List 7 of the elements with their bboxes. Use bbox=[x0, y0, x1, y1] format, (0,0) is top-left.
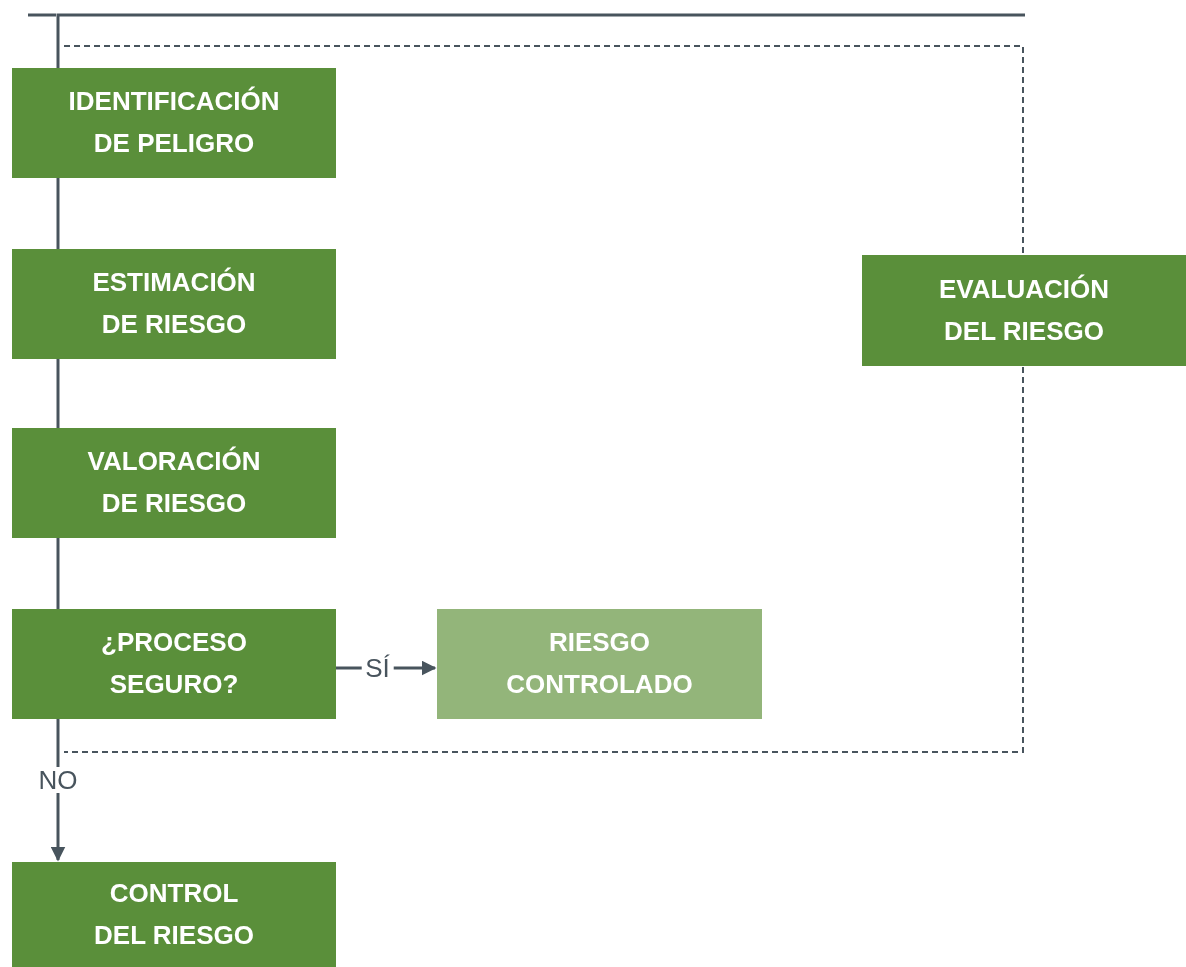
process-box: EVALUACIÓN DEL RIESGO bbox=[862, 255, 1186, 366]
process-box: RIESGO CONTROLADO bbox=[437, 609, 762, 719]
process-box: IDENTIFICACIÓN DE PELIGRO bbox=[12, 68, 336, 178]
process-box: ESTIMACIÓN DE RIESGO bbox=[12, 249, 336, 359]
process-box: VALORACIÓN DE RIESGO bbox=[12, 428, 336, 538]
process-box: CONTROL DEL RIESGO bbox=[12, 862, 336, 967]
process-box: ¿PROCESO SEGURO? bbox=[12, 609, 336, 719]
